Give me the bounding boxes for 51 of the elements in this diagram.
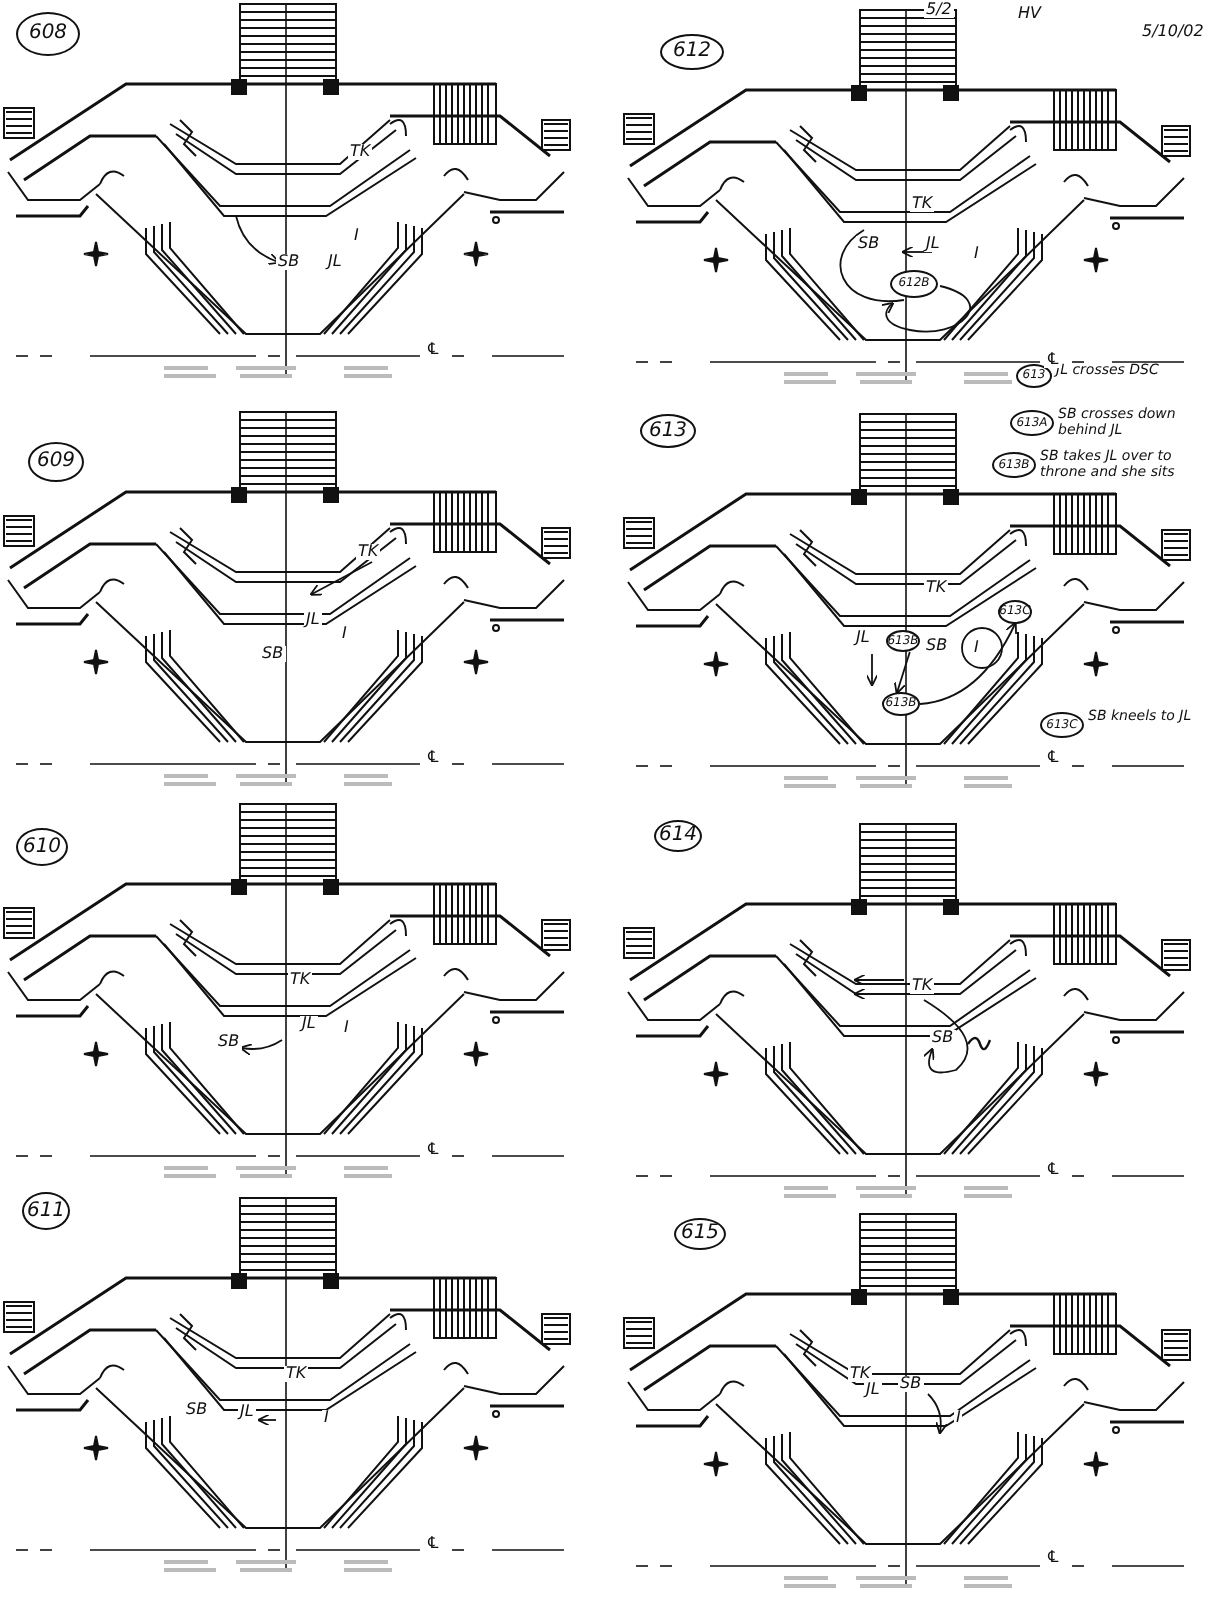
handwritten-label: JL: [304, 612, 322, 628]
handwritten-label: JL: [864, 1382, 882, 1398]
handwritten-label: SB: [276, 254, 302, 270]
handwritten-label: SB: [216, 1034, 242, 1050]
handwritten-label: TK: [348, 144, 373, 160]
handwritten-label: ℄: [424, 1536, 443, 1552]
handwritten-label: I: [340, 626, 349, 642]
handwritten-label: SB: [924, 638, 950, 654]
handwritten-label: TK: [848, 1366, 873, 1382]
handwritten-label: I: [972, 640, 981, 656]
handwritten-label: I: [352, 228, 361, 244]
handwritten-label: JL: [854, 630, 872, 646]
handwritten-label: I: [954, 1410, 963, 1426]
handwritten-label: ℄: [1044, 1162, 1063, 1178]
handwritten-label: SB: [930, 1030, 956, 1046]
handwritten-label: ℄: [424, 342, 443, 358]
handwritten-label: ℄: [1044, 1550, 1063, 1566]
handwritten-label: SB: [184, 1402, 210, 1418]
circled-number: 609: [28, 442, 84, 482]
circled-number: 614: [654, 820, 702, 852]
handwritten-label: ℄: [1044, 352, 1063, 368]
handwritten-label: JL: [326, 254, 344, 270]
circled-number: 610: [16, 828, 68, 866]
handwritten-label: TK: [356, 544, 381, 560]
circled-number: 612: [660, 34, 724, 70]
handwritten-label: ℄: [424, 1142, 443, 1158]
arrow: [893, 651, 911, 695]
handwritten-label: I: [342, 1020, 351, 1036]
circled-number: 613: [640, 414, 696, 448]
handwritten-label: JL: [238, 1404, 256, 1420]
handwritten-label: ℄: [424, 750, 443, 766]
arrow: [919, 621, 1017, 705]
handwritten-label: 5/10/02: [1140, 24, 1206, 40]
circled-number: 615: [674, 1218, 726, 1250]
handwritten-label: SB: [898, 1376, 924, 1392]
handwritten-label: I: [972, 246, 981, 262]
handwritten-label: TK: [288, 972, 313, 988]
handwritten-label: TK: [924, 580, 949, 596]
handwritten-label: 5/2: [924, 2, 954, 18]
circled-number: 608: [16, 12, 80, 56]
handwritten-label: ℄: [1044, 750, 1063, 766]
handwritten-label: SB: [856, 236, 882, 252]
handwritten-label: TK: [910, 196, 935, 212]
handwritten-label: I: [322, 1410, 331, 1426]
handwritten-label: HV: [1016, 6, 1043, 22]
handwritten-label: TK: [284, 1366, 309, 1382]
handwritten-label: JL: [300, 1016, 318, 1032]
handwritten-label: TK: [910, 978, 935, 994]
handwritten-label: SB: [260, 646, 286, 662]
handwritten-label: JL: [924, 236, 942, 252]
circled-number: 611: [22, 1192, 70, 1230]
